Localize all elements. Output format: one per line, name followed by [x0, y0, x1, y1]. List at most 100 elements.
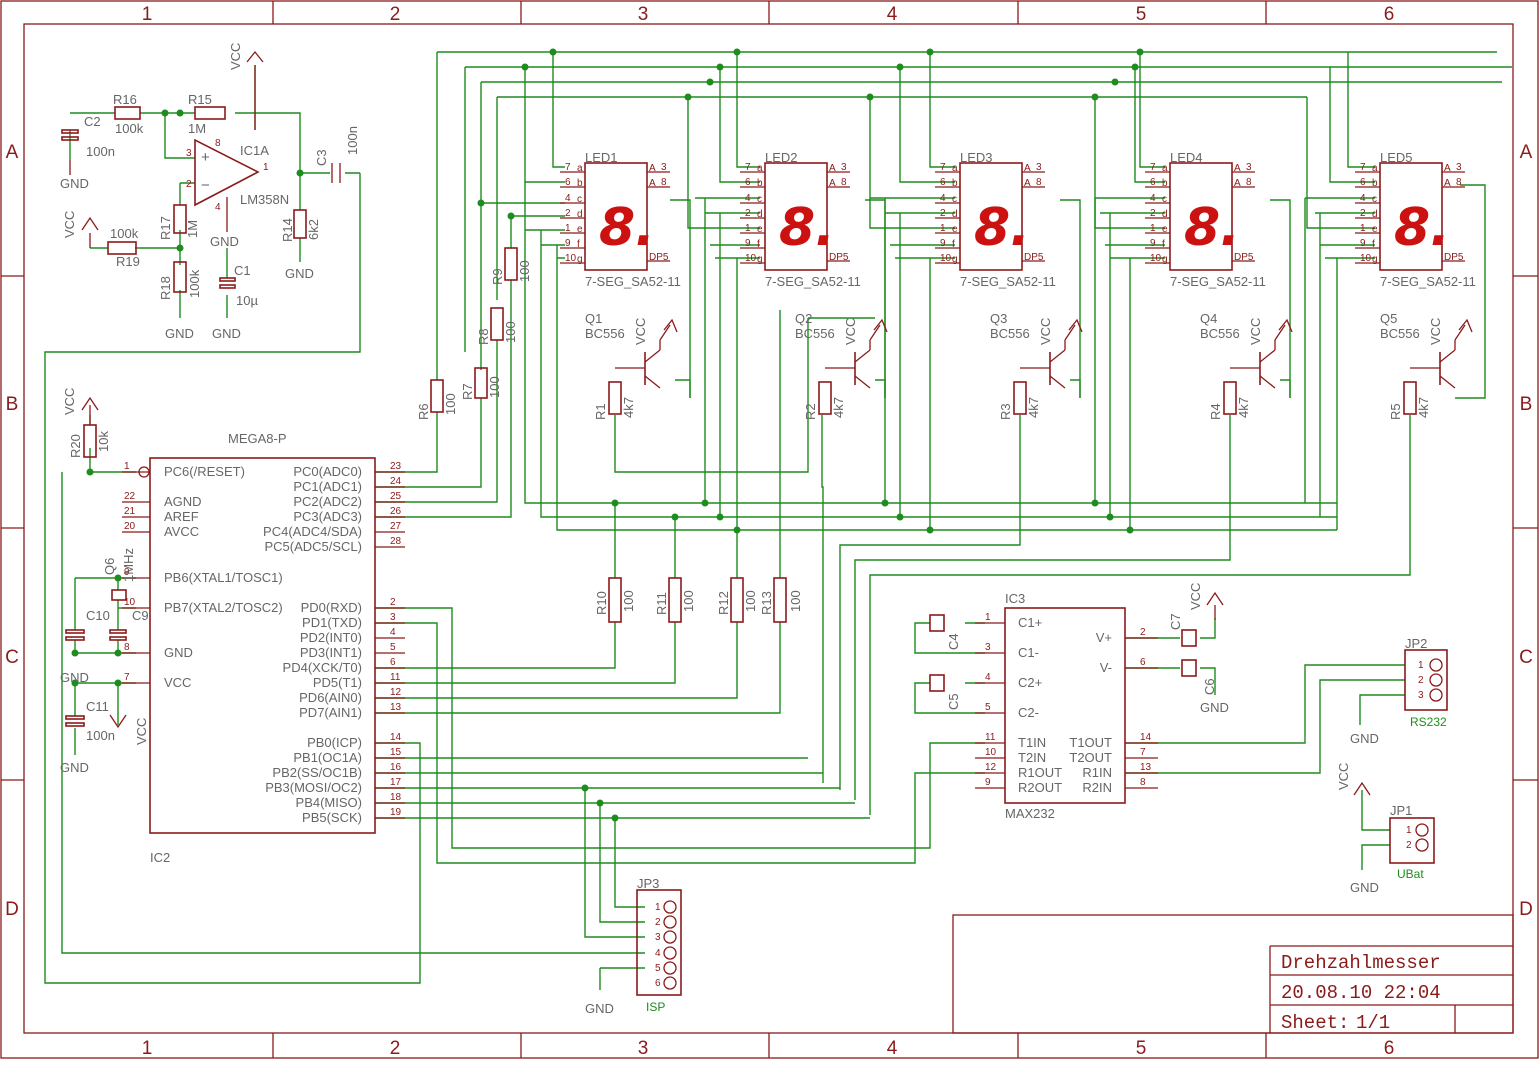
max232-pin-number: 11 — [985, 732, 996, 743]
max232-pin-name: R2IN — [1082, 780, 1112, 795]
title-text: Drehzahlmesser — [1281, 952, 1441, 974]
r17-body — [173, 204, 187, 234]
jp3-body — [636, 889, 682, 996]
opamp-part: LM358N — [240, 192, 289, 207]
r11-ref: R11 — [654, 592, 669, 615]
display-pin-name: A — [1024, 178, 1031, 189]
display-pin-number: 6 — [940, 177, 946, 188]
display-pin-number: 8 — [1456, 177, 1462, 188]
mcu-pin-name: PB2(SS/OC1B) — [272, 765, 362, 780]
jp2-body — [1404, 649, 1448, 711]
display-pin-number: 3 — [661, 162, 667, 173]
grid-col-1-bottom: 1 — [142, 1038, 153, 1059]
base-resistor-value: 4k7 — [1416, 397, 1431, 418]
max232-pin-name: V+ — [1096, 630, 1112, 645]
r18-body — [173, 261, 187, 293]
display-pin-segment: f — [757, 239, 760, 250]
mcu-pin-number: 21 — [124, 506, 136, 517]
c4-body — [929, 614, 945, 632]
display-pin-segment: f — [1372, 239, 1375, 250]
svg-text:4: 4 — [215, 202, 221, 213]
jp1-gnd-label: GND — [1350, 880, 1379, 895]
display-digit: 8. — [974, 198, 1030, 258]
sheet-label: Sheet: — [1281, 1012, 1349, 1034]
display-pin-segment: b — [577, 178, 583, 189]
mcu-pin-name: AGND — [164, 494, 202, 509]
display-ref: LED2 — [765, 150, 798, 165]
mcu-pin-name: PD3(INT1) — [300, 645, 362, 660]
display-pin-name: DP5 — [829, 252, 849, 263]
r7-value: 100 — [487, 376, 502, 398]
c7-ref: C7 — [1168, 613, 1183, 630]
grid-row-d: D — [5, 899, 19, 920]
base-resistor-value: 4k7 — [1026, 397, 1041, 418]
r11-value: 100 — [681, 590, 696, 612]
display-pin-segment: a — [757, 163, 763, 174]
display-pin-number: 7 — [565, 162, 571, 173]
r14-ref: R14 — [280, 218, 295, 242]
title-block: Drehzahlmesser 20.08.10 22:04 Sheet: 1/1 — [952, 914, 1514, 1034]
c1-value: 10µ — [236, 293, 258, 308]
display-pin-name: A — [649, 178, 656, 189]
display-pin-number: 7 — [1150, 162, 1156, 173]
display-pin-number: 4 — [1360, 193, 1366, 204]
r12-value: 100 — [743, 590, 758, 612]
mcu-pin-number: 15 — [390, 747, 402, 758]
mcu-pin-number: 3 — [390, 612, 396, 623]
c6-gnd-label: GND — [1200, 700, 1229, 715]
display-pin-name: A — [1024, 163, 1031, 174]
max232-pin-name: T1IN — [1018, 735, 1046, 750]
max232-pin-number: 9 — [985, 777, 991, 788]
base-resistor-ref: R3 — [998, 403, 1013, 420]
mcu-pin-number: 14 — [390, 732, 402, 743]
transistor-ref: Q4 — [1200, 311, 1217, 326]
mcu-pin-number: 28 — [390, 536, 402, 547]
display-pin-number: 1 — [565, 223, 571, 234]
mcu-pin-name: PB6(XTAL1/TOSC1) — [164, 570, 283, 585]
mcu-right-pins: 23PC0(ADC0)24PC1(ADC1)25PC2(ADC2)26PC3(A… — [263, 461, 405, 825]
r8-ref: R8 — [476, 328, 491, 345]
grid-row-b: B — [6, 394, 19, 415]
c10-gnd-label: GND — [60, 670, 89, 685]
r18-gnd-label: GND — [165, 326, 194, 341]
display-digit: 8. — [779, 198, 835, 258]
display-pin-number: 3 — [1036, 162, 1042, 173]
display-pin-segment: d — [1162, 209, 1168, 220]
max232-pin-number: 13 — [1140, 762, 1152, 773]
sheet-value: 1/1 — [1356, 1012, 1390, 1034]
display-pin-number: 4 — [1150, 193, 1156, 204]
display-digit: 8. — [1184, 198, 1240, 258]
display-part: 7-SEG_SA52-11 — [765, 274, 861, 289]
base-resistor-value: 4k7 — [831, 397, 846, 418]
r16-value: 100k — [115, 121, 144, 136]
jp1-body — [1389, 817, 1435, 864]
c1-gnd-label: GND — [212, 326, 241, 341]
display-pin-number: 4 — [745, 193, 751, 204]
mcu-pin-number: 20 — [124, 521, 136, 532]
r16-body — [114, 106, 141, 120]
display-pin-number: 9 — [940, 238, 946, 249]
r14-value: 6k2 — [306, 219, 321, 240]
transistor-part: BC556 — [795, 326, 835, 341]
max232-pin-number: 1 — [985, 612, 991, 623]
display-pin-number: 3 — [1246, 162, 1252, 173]
jp1-label: UBat — [1397, 867, 1424, 881]
base-resistor-ref: R5 — [1388, 403, 1403, 420]
display-pin-number: 8 — [1036, 177, 1042, 188]
mcu-pin-number: 9 — [124, 567, 130, 578]
display-pin-segment: a — [1372, 163, 1378, 174]
segment-resistors: R6 100 R7 100 R8 100 R9 100 R10 100 R11 … — [416, 247, 803, 623]
base-resistor-ref: R2 — [803, 403, 818, 420]
display-pin-number: 6 — [1150, 177, 1156, 188]
transistor-ref: Q3 — [990, 311, 1007, 326]
r10-ref: R10 — [594, 591, 609, 615]
mcu-pin-name: PB5(SCK) — [302, 810, 362, 825]
r20-vcc-label: VCC — [62, 388, 77, 415]
max232-pin-number: 5 — [985, 702, 991, 713]
svg-text:8: 8 — [215, 138, 221, 149]
transistor-ref: Q1 — [585, 311, 602, 326]
mcu-ref: IC2 — [150, 850, 170, 865]
display-pin-segment: f — [577, 239, 580, 250]
